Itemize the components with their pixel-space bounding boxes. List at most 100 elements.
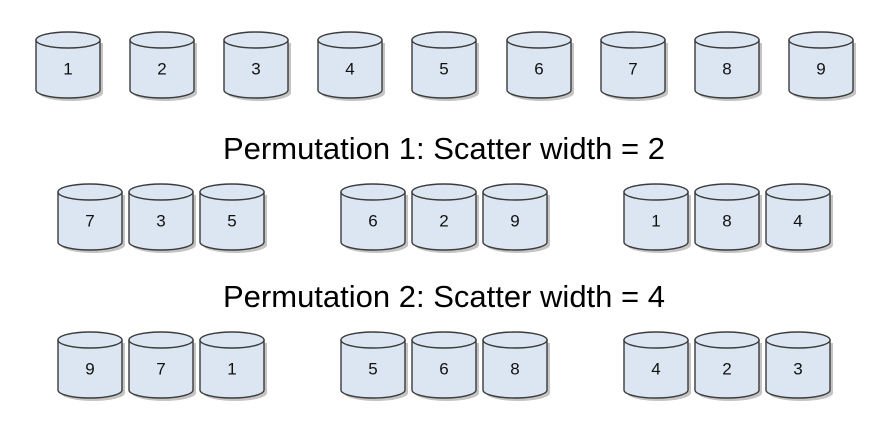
disk-body [765,191,831,251]
disk-number: 6 [368,211,377,230]
disk-9: 9 [788,31,856,101]
disk-top [223,31,289,49]
disk-top [765,331,831,349]
disk-top [128,331,194,349]
disk-body [57,191,123,251]
disk-body [694,191,760,251]
disk-body [482,339,548,399]
disk-4: 4 [765,183,833,253]
disk-number: 6 [534,59,543,78]
disk-number: 1 [227,359,236,378]
disk-top [317,31,383,49]
disk-body [694,339,760,399]
disk-1: 1 [35,31,103,101]
disk-5: 5 [340,331,408,401]
disk-body [199,339,265,399]
disk-top [694,183,760,201]
disk-5: 5 [199,183,267,253]
disk-number: 4 [793,211,802,230]
disk-body [623,339,689,399]
disk-number: 3 [793,359,802,378]
disk-number: 5 [439,59,448,78]
disk-body [128,339,194,399]
disk-body [506,39,572,99]
disk-number: 9 [85,359,94,378]
disk-number: 7 [85,211,94,230]
disk-body [482,191,548,251]
disk-top [411,183,477,201]
disk-3: 3 [765,331,833,401]
disk-body [623,191,689,251]
disk-number: 9 [816,59,825,78]
copyset-group-2: 6 2 9 [340,183,550,253]
disk-top [35,31,101,49]
disk-7: 7 [57,183,125,253]
disk-top [199,183,265,201]
disk-top [129,31,195,49]
disk-body [340,191,406,251]
disk-6: 6 [340,183,408,253]
disk-4: 4 [317,31,385,101]
disk-number: 4 [345,59,354,78]
disk-1: 1 [199,331,267,401]
permutation-2-row: 9 7 1 5 6 8 4 2 3 [57,331,833,401]
copyset-group-2: 5 6 8 [340,331,550,401]
disk-top [482,331,548,349]
copyset-group-1: 9 7 1 [57,331,267,401]
disk-body [788,39,854,99]
disk-number: 3 [251,59,260,78]
disk-9: 9 [482,183,550,253]
disk-3: 3 [128,183,196,253]
copyset-group-1: 7 3 5 [57,183,267,253]
disk-number: 9 [510,211,519,230]
disk-number: 2 [439,211,448,230]
disk-6: 6 [506,31,574,101]
disk-7: 7 [600,31,668,101]
disk-top [57,331,123,349]
disk-body [129,39,195,99]
disk-number: 5 [368,359,377,378]
disk-top [765,183,831,201]
disk-body [223,39,289,99]
disk-top [694,31,760,49]
disk-top [600,31,666,49]
disk-top [411,31,477,49]
disk-top [623,331,689,349]
disk-3: 3 [223,31,291,101]
disk-number: 4 [651,359,660,378]
disk-7: 7 [128,331,196,401]
disk-body [411,39,477,99]
disk-top [788,31,854,49]
disk-number: 6 [439,359,448,378]
disk-body [765,339,831,399]
disk-8: 8 [694,183,762,253]
disk-number: 7 [156,359,165,378]
permutation-2-heading: Permutation 2: Scatter width = 4 [223,279,665,314]
disk-top [482,183,548,201]
disk-top [340,183,406,201]
disk-number: 2 [157,59,166,78]
disk-body [600,39,666,99]
disk-number: 3 [156,211,165,230]
disk-number: 2 [722,359,731,378]
disk-top [57,183,123,201]
disk-4: 4 [623,331,691,401]
disk-2: 2 [411,183,479,253]
disk-body [340,339,406,399]
disk-body [199,191,265,251]
disk-9: 9 [57,331,125,401]
disk-body [57,339,123,399]
disk-top [411,331,477,349]
disk-number: 8 [510,359,519,378]
disk-top [128,183,194,201]
disk-top [340,331,406,349]
disk-top [623,183,689,201]
disk-1: 1 [623,183,691,253]
disk-body [411,339,477,399]
permutation-1-heading: Permutation 1: Scatter width = 2 [223,131,665,166]
disk-number: 5 [227,211,236,230]
